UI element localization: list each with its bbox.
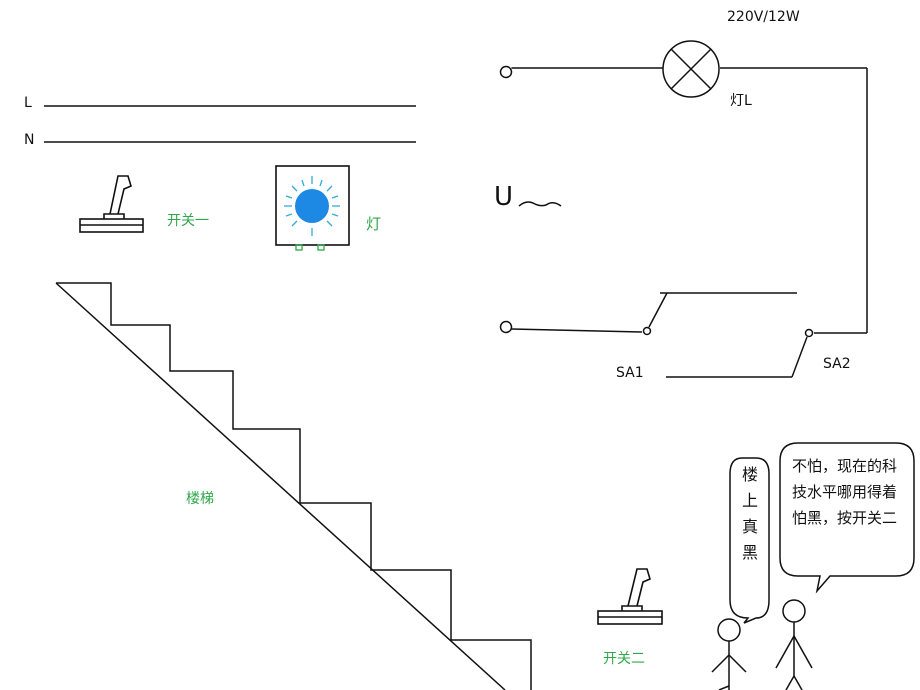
- sa2-label: SA2: [823, 356, 851, 372]
- speech-left-char: 黑: [741, 543, 758, 562]
- lamp-rating: 220V/12W: [727, 9, 800, 25]
- switch-two-icon: [597, 568, 663, 625]
- lamp-symbol: [662, 40, 720, 98]
- ac-wave-icon: [518, 201, 562, 207]
- speech-right-line: 怕黑，按开关二: [792, 509, 898, 527]
- sa2-contact: [804, 328, 814, 338]
- lighting-circuit: [499, 40, 868, 378]
- speech-right-line: 技水平哪用得着: [792, 483, 898, 501]
- switch-two-label: 开关二: [603, 651, 645, 667]
- source-label: U: [494, 182, 514, 212]
- terminal-top: [499, 65, 513, 79]
- terminal-bottom: [499, 320, 513, 334]
- speech-left-char: 上: [741, 491, 758, 510]
- sa2-blade: [791, 336, 808, 378]
- staircase: [55, 282, 532, 690]
- speech-left-text: 楼 上 真 黑: [740, 462, 760, 566]
- stick-figure-right: [775, 599, 813, 690]
- lamp-label: 灯L: [730, 93, 752, 109]
- speech-left-char: 楼: [741, 465, 758, 484]
- speech-bubble-right: [779, 442, 915, 594]
- live-label: L: [24, 95, 32, 111]
- neutral-label: N: [24, 132, 35, 148]
- lamp-picture-label: 灯: [366, 215, 382, 233]
- stick-figure-left: [711, 618, 747, 690]
- sa1-label: SA1: [616, 365, 644, 381]
- speech-right-text: 不怕，现在的科 技水平哪用得着 怕黑，按开关二: [792, 453, 897, 531]
- lamp-picture-icon: [275, 165, 350, 251]
- stairs-label: 楼梯: [186, 491, 214, 507]
- speech-right-line: 不怕，现在的科: [792, 457, 898, 475]
- switch-one-icon: [79, 175, 144, 233]
- speech-bubble-left: [729, 457, 770, 624]
- speech-left-char: 真: [741, 517, 758, 536]
- switch-one-label: 开关一: [167, 213, 209, 229]
- sa1-contact: [642, 326, 652, 336]
- sa1-blade: [648, 292, 668, 328]
